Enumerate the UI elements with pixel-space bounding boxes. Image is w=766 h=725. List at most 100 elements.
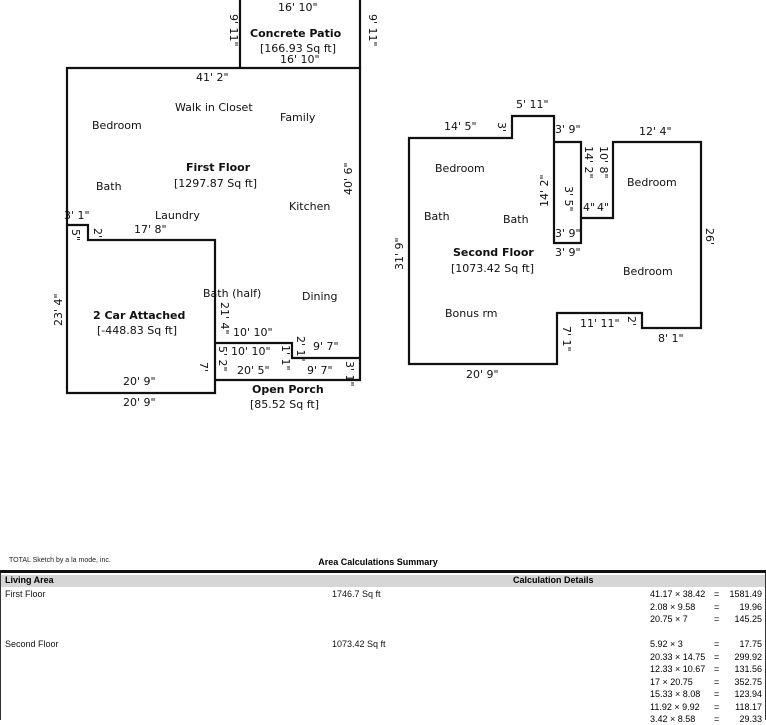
- calc-eq: =: [714, 614, 720, 624]
- dim-41-2: 41' 2": [196, 71, 229, 84]
- second-floor-title: Second Floor: [453, 246, 534, 259]
- calc-result: 123.94: [734, 689, 762, 699]
- dim-26ft: 26': [703, 228, 716, 245]
- dim-10-10-b: 10' 10": [231, 345, 271, 358]
- dim-7-1: 7' 1": [560, 326, 573, 352]
- dim-40-6: 40' 6": [342, 162, 355, 195]
- calc-eq: =: [714, 602, 720, 612]
- calc-line: 12.33 × 10.67=131.56: [650, 664, 762, 675]
- second-floor-outline: [407, 114, 703, 366]
- calc-expr: 12.33 × 10.67: [650, 664, 706, 674]
- patio-dim-top: 16' 10": [278, 1, 318, 14]
- room-bedroom-2: Bedroom: [627, 176, 677, 189]
- calc-eq: =: [714, 714, 720, 724]
- dim-8-1: 8' 1": [658, 332, 684, 345]
- calc-result: 17.75: [739, 639, 762, 649]
- dim-9-7-b: 9' 7": [307, 364, 333, 377]
- dim-31-9: 31' 9": [393, 237, 406, 270]
- dim-23-4: 23' 4": [52, 293, 65, 326]
- calc-result: 352.75: [734, 677, 762, 687]
- dim-20-5: 20' 5": [237, 364, 270, 377]
- calc-line: 17 × 20.75 = 352.75: [650, 677, 762, 688]
- room-bedroom-3: Bedroom: [623, 265, 673, 278]
- dim-11-11: 11' 11": [580, 317, 620, 330]
- patio-dim-bottom: 16' 10": [280, 53, 320, 66]
- calc-line: 5.92 × 3 = 17.75: [650, 639, 762, 650]
- patio-dim-right: 9' 11": [366, 14, 379, 47]
- dim-14-2-a: 14' 2": [538, 174, 551, 207]
- summary-header: Living Area Calculation Details: [1, 575, 765, 587]
- calc-expr: 3.42 × 8.58: [650, 714, 696, 724]
- dim-20-9-inner: 20' 9": [123, 375, 156, 388]
- calc-eq: =: [714, 702, 720, 712]
- first-floor-title: First Floor: [186, 161, 251, 174]
- divider: [0, 570, 766, 573]
- calc-result: 29.33: [739, 714, 762, 724]
- calc-line: 3.42 × 8.58 = 29.33: [650, 714, 762, 725]
- calc-line: 15.33 × 8.08 = 123.94: [650, 689, 762, 700]
- calc-result: 1581.49: [729, 589, 762, 599]
- porch-area: [85.52 Sq ft]: [250, 398, 319, 411]
- dim-2ft: 2': [91, 228, 104, 238]
- calc-eq: =: [714, 677, 720, 687]
- garage-title: 2 Car Attached: [93, 309, 185, 322]
- room-bedroom: Bedroom: [92, 119, 142, 132]
- calc-result: 131.56: [734, 664, 762, 674]
- room-dining: Dining: [302, 290, 338, 303]
- row-area: 1073.42 Sq ft: [332, 639, 386, 649]
- second-floor-area: [1073.42 Sq ft]: [451, 262, 534, 275]
- calc-expr: 2.08 × 9.58: [650, 602, 696, 612]
- patio-dim-left: 9' 11": [227, 14, 240, 47]
- dim-4in-a: 4": [583, 201, 595, 214]
- first-floor-outline: [65, 0, 362, 395]
- calc-expr: 20.33 × 14.75: [650, 652, 706, 662]
- dim-3-9-inner: 3' 9": [555, 227, 581, 240]
- calc-line: 11.92 × 9.92 = 118.17: [650, 702, 762, 713]
- row-name: First Floor: [5, 589, 46, 599]
- calc-expr: 15.33 × 8.08: [650, 689, 701, 699]
- patio-title: Concrete Patio: [250, 27, 342, 40]
- calc-eq: =: [714, 639, 720, 649]
- dim-5in: 5": [69, 229, 82, 241]
- dim-3-1-porch: 3' 1": [343, 361, 356, 387]
- calc-eq: =: [714, 652, 720, 662]
- calc-result: 118.17: [735, 702, 762, 712]
- room-bedroom-1: Bedroom: [435, 162, 485, 175]
- software-credit: TOTAL Sketch by a la mode, inc.: [9, 557, 111, 564]
- calc-eq: =: [714, 689, 720, 699]
- calc-result: 145.25: [734, 614, 762, 624]
- dim-20-9-outer: 20' 9": [123, 396, 156, 409]
- calc-line: 2.08 × 9.58 = 19.96: [650, 602, 762, 613]
- dim-2-1: 2' 1": [294, 336, 307, 362]
- dim-10-8: 10' 8": [597, 146, 610, 179]
- room-bath-half: Bath (half): [203, 287, 261, 300]
- room-laundry: Laundry: [155, 209, 200, 222]
- calc-expr: 17 × 20.75: [650, 677, 693, 687]
- row-area: 1746.7 Sq ft: [332, 589, 381, 599]
- dim-21-4: 21' 4": [218, 302, 231, 335]
- dim-4in-b: 4": [597, 201, 609, 214]
- dim-14-5: 14' 5": [444, 120, 477, 133]
- row-name: Second Floor: [5, 639, 59, 649]
- dim-3-5: 3' 5": [562, 186, 575, 212]
- calc-expr: 5.92 × 3: [650, 639, 683, 649]
- dim-2ft-b: 2': [625, 316, 638, 326]
- room-walk-in-closet: Walk in Closet: [175, 101, 253, 114]
- room-bonus: Bonus rm: [445, 307, 498, 320]
- calc-line: 20.33 × 14.75 = 299.92: [650, 652, 762, 663]
- calc-expr: 11.92 × 9.92: [650, 702, 700, 712]
- dim-10-10-a: 10' 10": [233, 326, 273, 339]
- calc-result: 299.92: [734, 652, 762, 662]
- calc-result: 19.96: [739, 602, 762, 612]
- calc-expr: 20.75 × 7: [650, 614, 688, 624]
- dim-5-2: 5' 2": [216, 346, 229, 372]
- calc-line: 20.75 × 7 = 145.25: [650, 614, 762, 625]
- room-family: Family: [280, 111, 316, 124]
- garage-area: [-448.83 Sq ft]: [97, 324, 177, 337]
- room-bath-1: Bath: [424, 210, 450, 223]
- dim-3-9-bottom: 3' 9": [555, 246, 581, 259]
- calc-eq: =: [714, 589, 720, 599]
- room-kitchen: Kitchen: [289, 200, 330, 213]
- header-calculation-details: Calculation Details: [513, 575, 594, 585]
- dim-17-8: 17' 8": [134, 223, 167, 236]
